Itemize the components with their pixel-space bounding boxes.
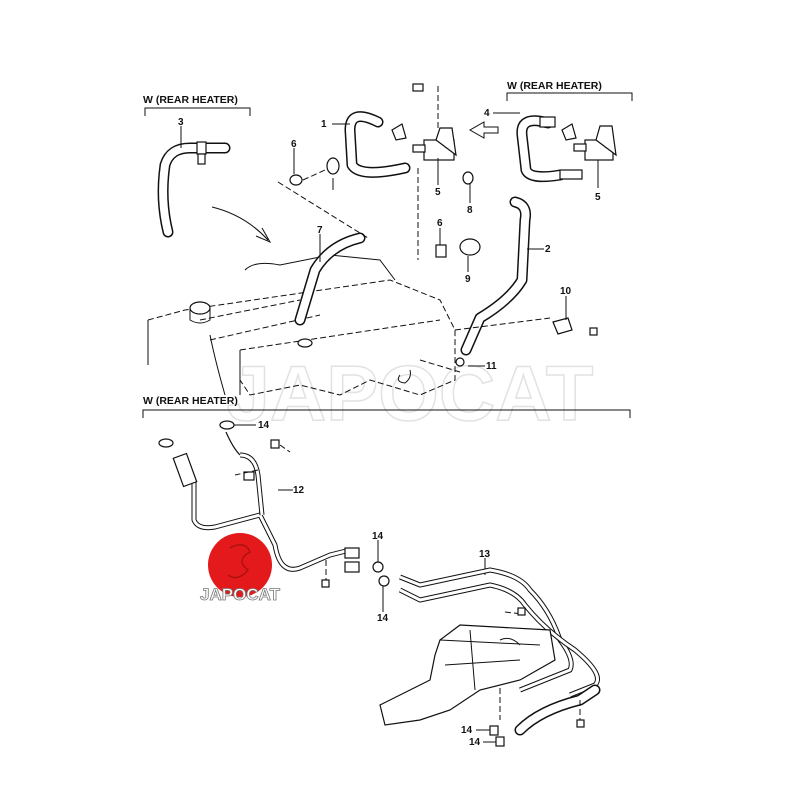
- water-valve-5: [412, 127, 457, 161]
- section-header-top-left: W (REAR HEATER): [143, 94, 251, 116]
- callout-14-e: 14: [469, 737, 481, 748]
- callout-4: 4: [484, 108, 490, 119]
- callout-12: 12: [293, 485, 305, 496]
- rear-heater-unit: [379, 624, 556, 726]
- hose-1: [344, 111, 411, 178]
- japocat-logo: JAPOCAT: [200, 533, 281, 604]
- callout-10: 10: [560, 286, 572, 297]
- callout-6: 6: [291, 139, 297, 150]
- callout-8: 8: [467, 205, 473, 216]
- callout-13: 13: [479, 549, 491, 560]
- callout-2: 2: [545, 244, 551, 255]
- svg-text:W (REAR HEATER): W (REAR HEATER): [507, 80, 602, 92]
- watermark: JAPOCAT: [227, 349, 594, 437]
- hose-4: [516, 115, 583, 183]
- callout-11: 11: [486, 361, 497, 372]
- curved-arrow-icon: [211, 206, 272, 244]
- callout-3: 3: [178, 117, 184, 128]
- section-header-bottom: W (REAR HEATER): [142, 395, 631, 418]
- small-parts: [277, 83, 598, 373]
- callout-7: 7: [317, 225, 323, 236]
- callout-9: 9: [465, 274, 471, 285]
- section-header-top-right: W (REAR HEATER): [506, 80, 633, 101]
- svg-text:W (REAR HEATER): W (REAR HEATER): [143, 94, 238, 106]
- callout-14-a: 14: [258, 420, 270, 431]
- left-arrow-icon: [468, 121, 499, 139]
- callout-14-c: 14: [377, 613, 389, 624]
- water-valve-5-rear: [573, 125, 617, 161]
- callout-14-b: 14: [372, 531, 384, 542]
- svg-text:W (REAR HEATER): W (REAR HEATER): [143, 395, 238, 407]
- hose-7: [294, 232, 366, 326]
- callout-labels: 3 1 6 4 5 8 5 6 9 7 2 10 11 14 12 14 14 …: [178, 108, 601, 748]
- pipe-12: [158, 420, 390, 588]
- callout-5: 5: [435, 187, 441, 198]
- hose-2: [460, 196, 531, 356]
- pipe-13: [398, 567, 601, 747]
- logo-text: JAPOCAT: [200, 585, 281, 604]
- callout-5-rear: 5: [595, 192, 601, 203]
- callout-1: 1: [321, 119, 327, 130]
- hose-3: [157, 141, 231, 238]
- callout-6-lower: 6: [437, 218, 443, 229]
- leader-lines: [180, 112, 599, 743]
- callout-14-d: 14: [461, 725, 473, 736]
